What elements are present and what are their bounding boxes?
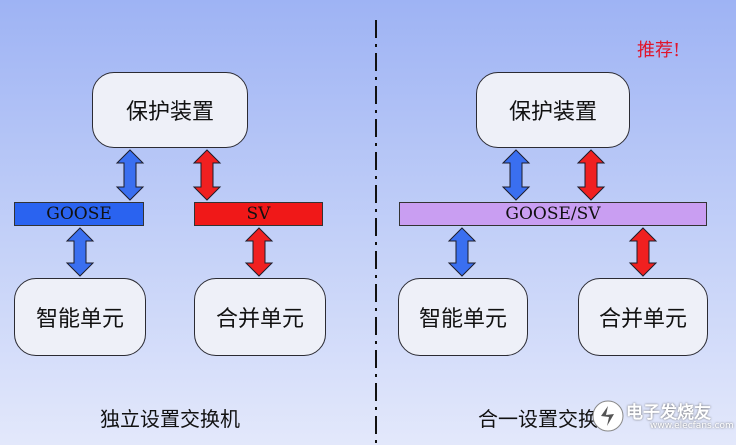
- right-intelligent-arrow: [447, 227, 477, 277]
- right-goose-sv-bus: GOOSE/SV: [399, 202, 707, 226]
- left-sv-bus: SV: [194, 202, 323, 226]
- right-intelligent-unit: 智能单元: [398, 278, 528, 356]
- right-protection-device: 保护装置: [476, 72, 630, 148]
- watermark-text: 电子发烧友: [626, 403, 711, 423]
- left-merging-unit: 合并单元: [194, 278, 326, 356]
- recommended-tag: 推荐!: [637, 40, 681, 61]
- right-merging-unit: 合并单元: [578, 278, 708, 356]
- left-intelligent-arrow: [65, 227, 95, 277]
- watermark-logo: [592, 400, 624, 432]
- right-merging-arrow: [628, 227, 658, 277]
- left-sv-arrow: [192, 149, 222, 201]
- left-goose-arrow: [115, 149, 145, 201]
- watermark-url: www.elecfans.com: [650, 421, 734, 431]
- left-intelligent-unit: 智能单元: [14, 278, 146, 356]
- left-protection-device: 保护装置: [92, 72, 248, 148]
- left-merging-arrow: [244, 227, 274, 277]
- left-caption: 独立设置交换机: [100, 407, 240, 431]
- left-goose-bus: GOOSE: [14, 202, 144, 226]
- right-sv-arrow: [576, 149, 606, 201]
- right-goose-arrow: [501, 149, 531, 201]
